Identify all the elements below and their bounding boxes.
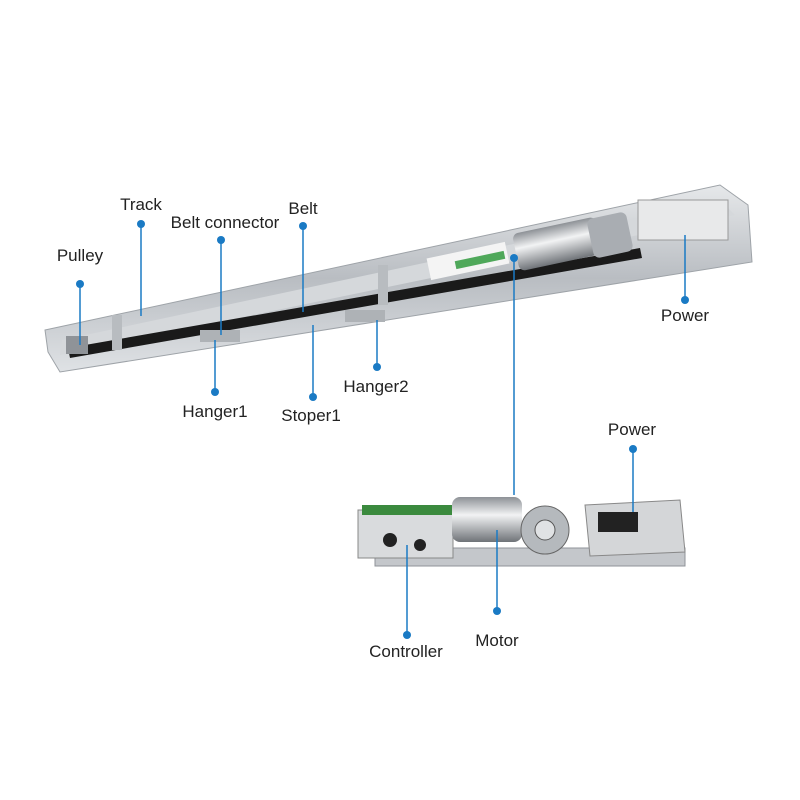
leader-dot-motor-link [510, 254, 518, 262]
leader-dot-track [137, 220, 145, 228]
label-pulley: Pulley [56, 246, 104, 265]
leader-dot-belt-connector [217, 236, 225, 244]
leader-dot-belt [299, 222, 307, 230]
controller-knob [383, 533, 397, 547]
gearbox-top [587, 212, 633, 258]
leader-lines [76, 220, 689, 639]
pulley-part [66, 336, 88, 354]
motor-top [513, 217, 602, 271]
power-terminals [598, 512, 638, 532]
leader-dot-motor [493, 607, 501, 615]
label-stoper1: Stoper1 [281, 406, 341, 425]
controller-terminals [454, 250, 506, 270]
controller-knob [414, 539, 426, 551]
hanger1-part [200, 330, 240, 342]
label-belt: Belt [288, 199, 318, 218]
label-power-top: Power [660, 306, 710, 325]
leader-dot-power-top [681, 296, 689, 304]
label-controller: Controller [369, 642, 443, 661]
label-hanger1: Hanger1 [182, 402, 248, 421]
bracket [378, 265, 388, 305]
motor-unit [357, 497, 686, 567]
bracket [112, 315, 122, 350]
leader-dot-controller [403, 631, 411, 639]
hanger2-part [345, 310, 385, 322]
controller-unit [357, 509, 454, 559]
label-track: Track [120, 195, 162, 214]
leader-dot-power-bottom [629, 445, 637, 453]
gearbox-hub [534, 519, 556, 541]
motor-cylinder [452, 497, 522, 542]
power-supply-top [637, 199, 729, 241]
leader-dot-pulley [76, 280, 84, 288]
label-belt-connector: Belt connector [170, 213, 280, 232]
label-hanger2: Hanger2 [343, 377, 409, 396]
controller-pcb [362, 505, 452, 515]
leader-dot-stoper1 [309, 393, 317, 401]
leader-dot-hanger2 [373, 363, 381, 371]
label-motor: Motor [475, 631, 519, 650]
label-power-bottom: Power [607, 420, 657, 439]
leader-dot-hanger1 [211, 388, 219, 396]
